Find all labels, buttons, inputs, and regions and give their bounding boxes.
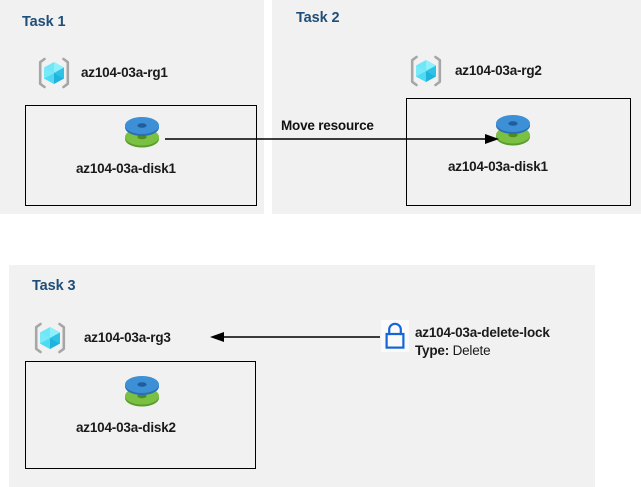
resource-group-label-task-1: az104-03a-rg1 bbox=[81, 65, 168, 80]
resource-group-label-task-2: az104-03a-rg2 bbox=[455, 63, 542, 78]
resource-group-label-task-3: az104-03a-rg3 bbox=[84, 330, 171, 345]
disk-label-task-3: az104-03a-disk2 bbox=[76, 420, 176, 435]
move-resource-arrow bbox=[165, 134, 499, 144]
resource-group-cube-icon bbox=[408, 53, 444, 89]
resource-group-box-task-1 bbox=[25, 105, 257, 206]
resource-group-box-task-3 bbox=[25, 361, 256, 469]
panel-title-task-3: Task 3 bbox=[32, 278, 76, 294]
managed-disk-icon bbox=[119, 371, 165, 413]
move-resource-label: Move resource bbox=[281, 118, 374, 133]
panel-task-1 bbox=[0, 0, 264, 214]
delete-lock-arrow bbox=[210, 332, 380, 342]
disk-label-task-1: az104-03a-disk1 bbox=[76, 161, 176, 176]
delete-lock-type-key: Type: bbox=[415, 343, 450, 358]
panel-task-2 bbox=[272, 0, 641, 214]
delete-lock-type-value: Delete bbox=[452, 343, 491, 358]
padlock-icon bbox=[381, 320, 409, 352]
disk-label-task-2: az104-03a-disk1 bbox=[448, 159, 548, 174]
resource-group-cube-icon bbox=[32, 320, 68, 356]
panel-title-task-1: Task 1 bbox=[22, 14, 66, 30]
panel-title-task-2: Task 2 bbox=[296, 10, 340, 26]
panel-task-3 bbox=[9, 265, 595, 487]
resource-group-cube-icon bbox=[36, 55, 72, 91]
resource-group-box-task-2 bbox=[406, 98, 631, 206]
managed-disk-icon bbox=[490, 110, 536, 152]
delete-lock-type: Type: Delete bbox=[415, 343, 491, 358]
managed-disk-icon bbox=[119, 112, 165, 154]
delete-lock-name: az104-03a-delete-lock bbox=[415, 325, 550, 340]
